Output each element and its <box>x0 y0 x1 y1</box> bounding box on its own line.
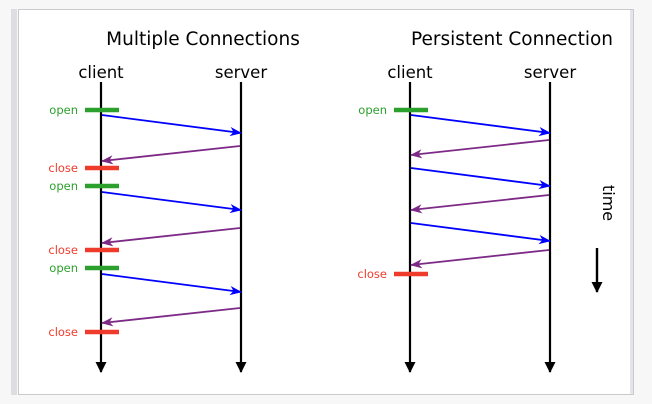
role-label-server: server <box>215 63 267 82</box>
response-arrow-1 <box>410 139 550 159</box>
panel-title-multiple-connections: Multiple Connections <box>106 29 300 50</box>
open-label-1: open <box>49 103 78 117</box>
time-axis: time <box>591 185 618 293</box>
time-axis-label: time <box>599 185 618 221</box>
request-arrow-2 <box>410 167 551 190</box>
open-label-2: open <box>49 179 78 193</box>
request-arrow-1 <box>101 114 242 137</box>
close-label-2: close <box>48 243 78 257</box>
response-arrow-3 <box>101 307 241 327</box>
request-arrow-3 <box>101 273 242 296</box>
role-label-client: client <box>387 63 433 82</box>
open-label-1: open <box>358 103 387 117</box>
panel-title-persistent-connection: Persistent Connection <box>411 29 613 50</box>
panel-persistent-connection: Persistent Connection client server open… <box>357 29 613 373</box>
close-label-3: close <box>48 325 78 339</box>
response-arrow-1 <box>101 145 241 165</box>
role-label-server: server <box>524 63 576 82</box>
close-label-1: close <box>48 161 78 175</box>
request-arrow-1 <box>410 114 551 137</box>
request-arrow-2 <box>101 191 242 214</box>
panel-multiple-connections: Multiple Connections client server open … <box>48 29 300 373</box>
figure-frame <box>11 9 634 395</box>
close-label-1: close <box>357 267 387 281</box>
response-arrow-2 <box>410 194 550 214</box>
open-label-3: open <box>49 261 78 275</box>
request-arrow-3 <box>410 222 551 245</box>
response-arrow-2 <box>101 227 241 247</box>
role-label-client: client <box>78 63 124 82</box>
response-arrow-3 <box>410 249 550 269</box>
